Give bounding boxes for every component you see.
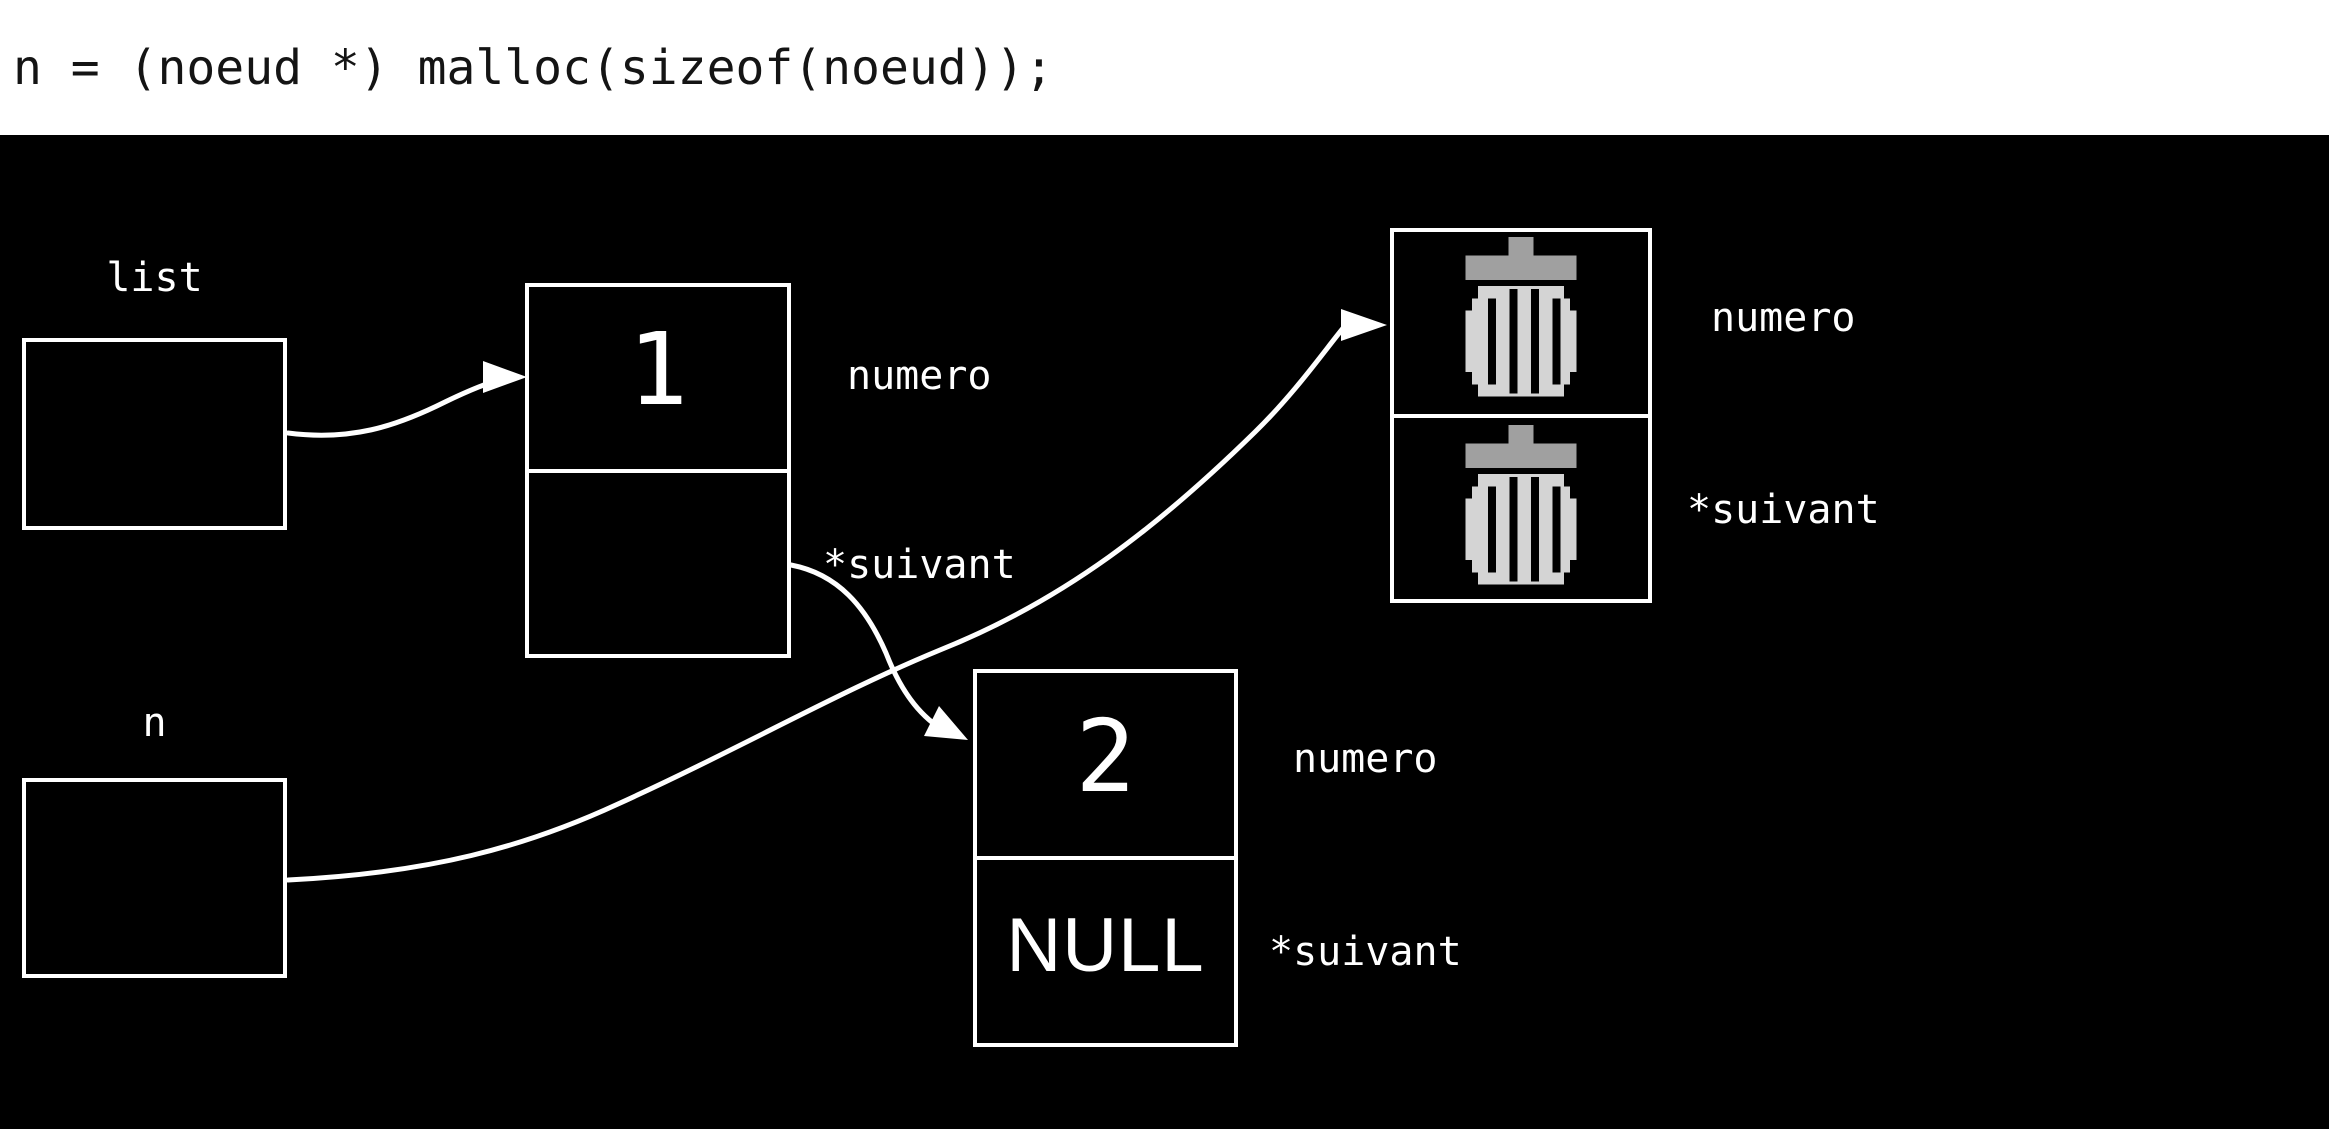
arrowhead-freed — [1341, 309, 1387, 341]
node-2-numero-value: 2 — [1075, 697, 1136, 815]
node-2: 2 NULL — [973, 669, 1238, 1047]
node-2-numero-label: numero — [1293, 736, 1438, 782]
node-2-suivant-cell: NULL — [977, 856, 1234, 1043]
node-1-suivant-label: *suivant — [823, 542, 1016, 588]
pointer-n-label: n — [142, 700, 167, 746]
trash-icon — [1465, 237, 1577, 397]
freed-node-suivant-label: *suivant — [1687, 487, 1880, 533]
pointer-list-box — [22, 338, 287, 530]
pointer-list-label: list — [106, 255, 203, 301]
node-1-suivant-cell — [529, 468, 787, 655]
node-2-numero-cell: 2 — [977, 673, 1234, 856]
freed-node-numero-label: numero — [1711, 295, 1856, 341]
code-bar: n = (noeud *) malloc(sizeof(noeud)); — [0, 0, 2329, 135]
freed-node-suivant-cell — [1394, 413, 1648, 600]
arrowhead-node2 — [924, 706, 968, 740]
arrow-list-to-node1 — [285, 374, 515, 438]
code-text: n = (noeud *) malloc(sizeof(noeud)); — [13, 39, 1054, 96]
pointer-n-box — [22, 778, 287, 978]
arrow-n-to-freed — [285, 324, 1347, 883]
node-1-numero-cell: 1 — [529, 287, 787, 469]
node-2-suivant-label: *suivant — [1269, 929, 1462, 975]
node-1-numero-value: 1 — [627, 310, 689, 428]
trash-icon — [1465, 425, 1577, 585]
node-2-suivant-value: NULL — [1006, 902, 1205, 988]
arrow-node1-to-node2 — [788, 562, 949, 735]
node-1-numero-label: numero — [847, 353, 992, 399]
node-1: 1 — [525, 283, 791, 658]
arrowhead-node1 — [483, 361, 527, 393]
